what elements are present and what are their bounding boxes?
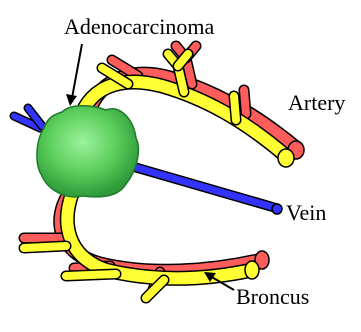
bronchus-end-cap bbox=[278, 149, 294, 167]
label-bronchus: Broncus bbox=[236, 284, 309, 309]
vein-end-cap bbox=[272, 204, 282, 214]
label-adenocarcinoma: Adenocarcinoma bbox=[64, 14, 214, 39]
adenocarcinoma-mass bbox=[37, 106, 138, 197]
label-vein: Vein bbox=[286, 200, 326, 225]
tumor-pointer-arrow bbox=[66, 44, 82, 106]
label-artery: Artery bbox=[288, 90, 345, 115]
